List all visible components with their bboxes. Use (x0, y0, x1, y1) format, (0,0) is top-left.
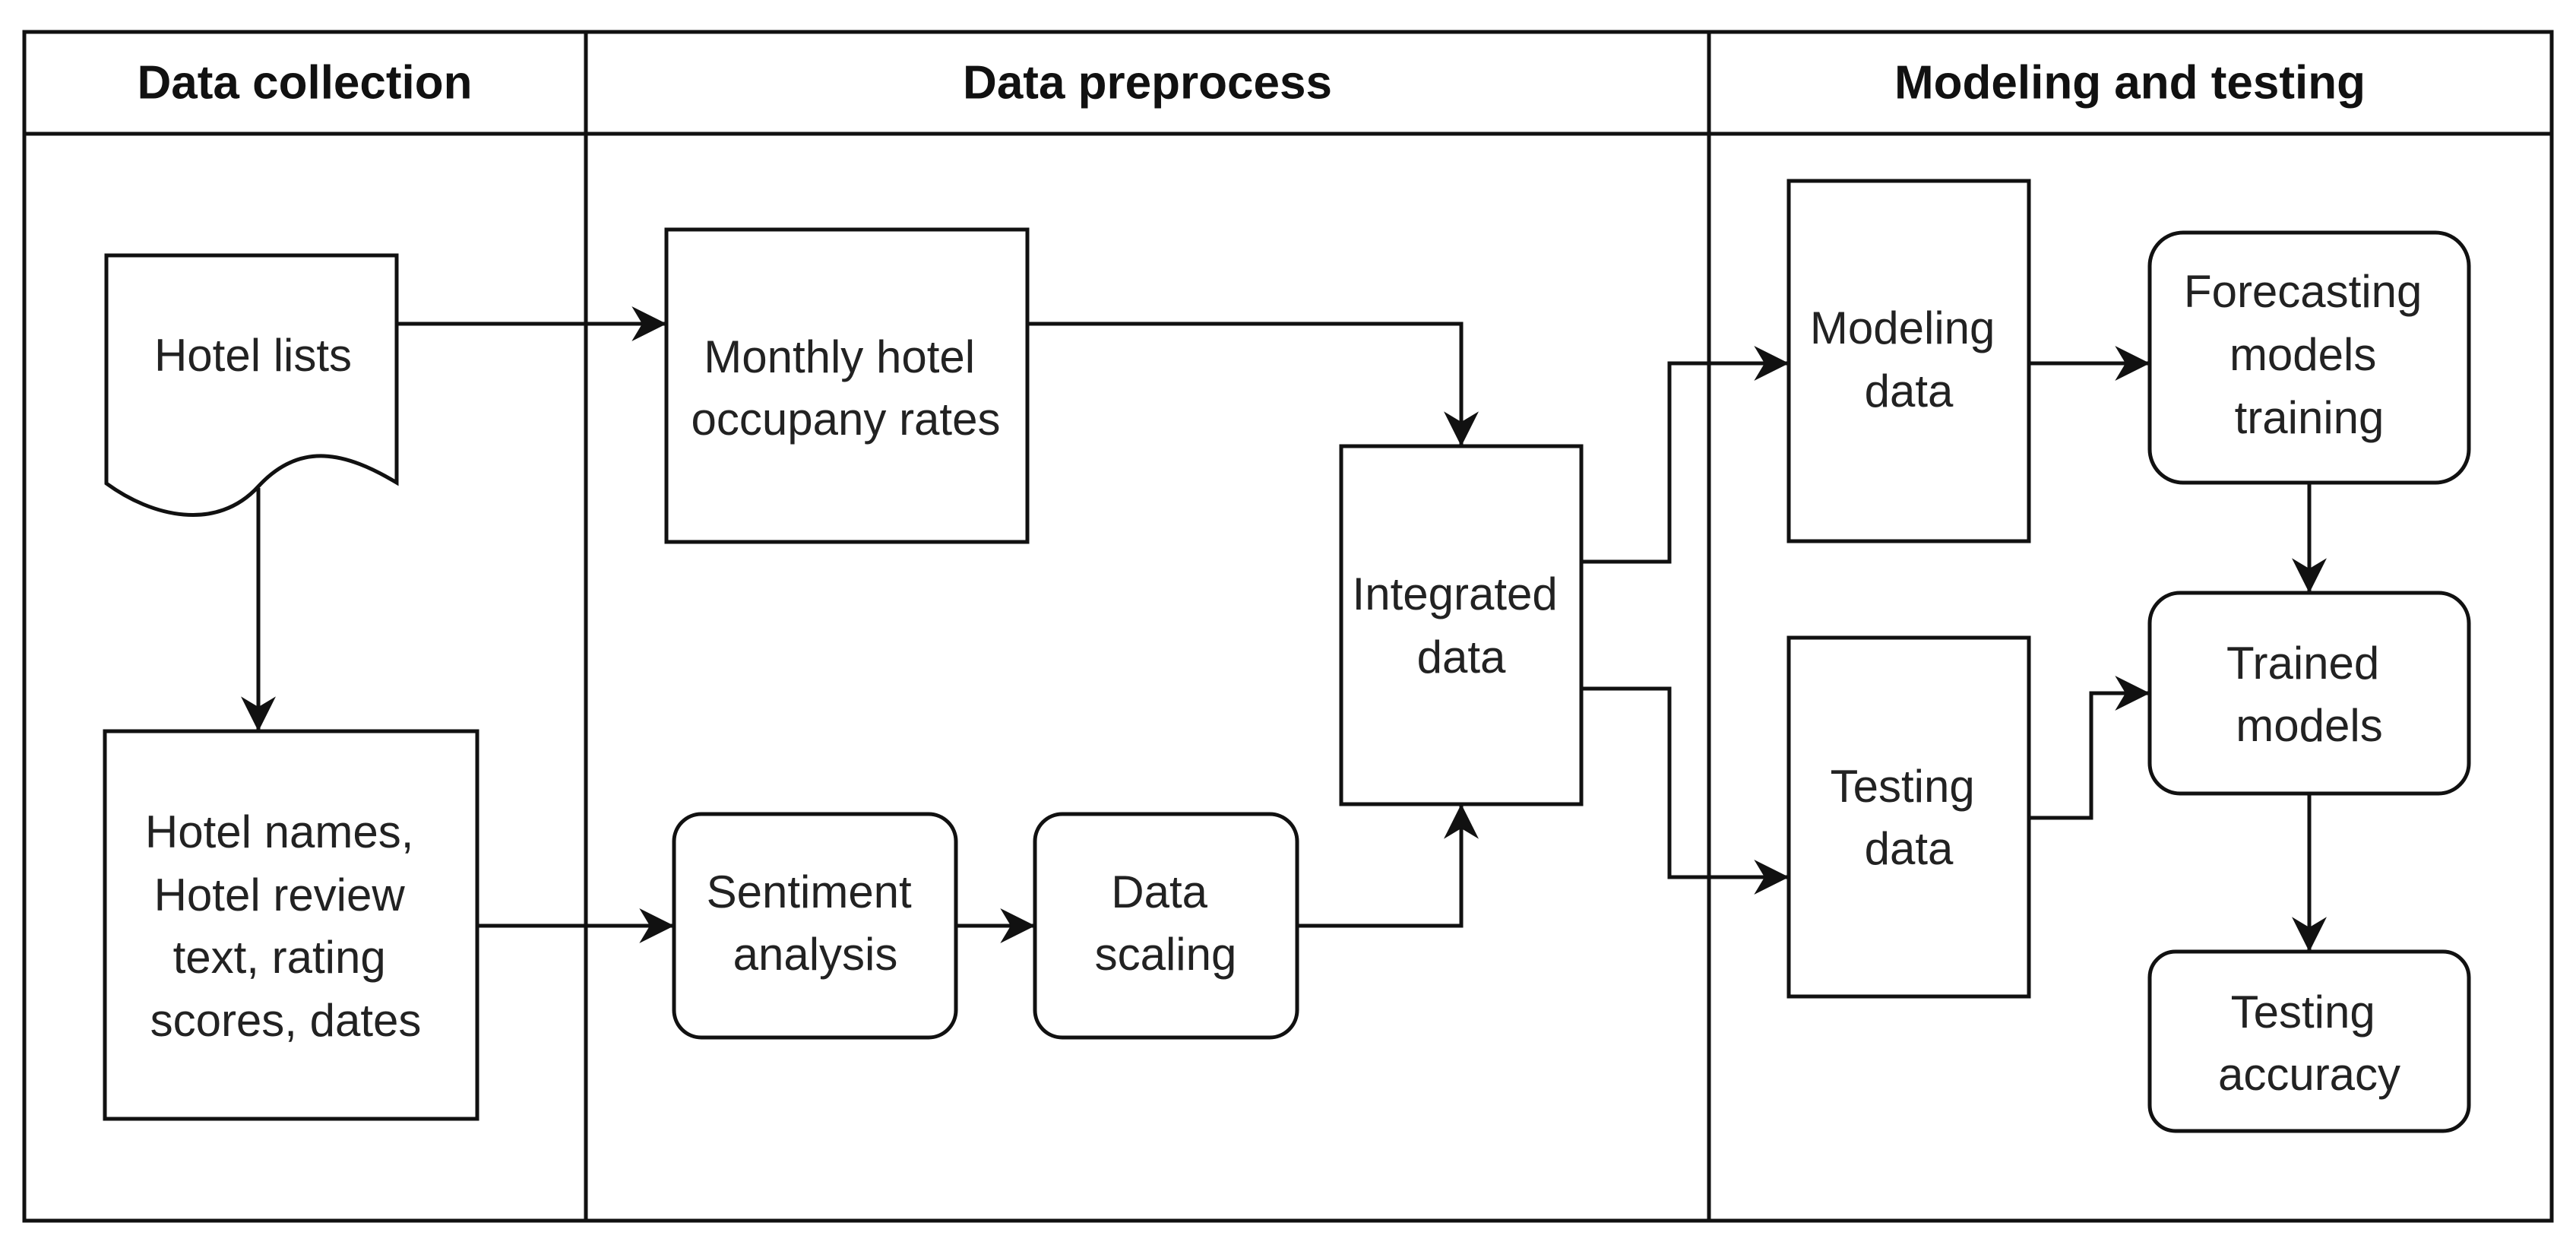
edge-scaling-to-integrated (1297, 803, 1479, 928)
data-scaling-label: Data scaling (1095, 866, 1237, 980)
monthly-occupancy-box (664, 227, 1030, 544)
integrated-data-label: Integrated data (1353, 569, 1571, 683)
edge-integrated-to-modeling-data (1581, 346, 1790, 564)
lane-header-modeling-testing: Modeling and testing (1894, 56, 2366, 109)
integrated-data-box (1339, 444, 1584, 806)
monthly-occupancy-label: Monthly hotel occupany rates (691, 331, 1001, 445)
data-scaling-box (1033, 812, 1299, 1040)
trained-models-label: Trained models (2226, 638, 2392, 751)
modeling-data-label: Modeling data (1810, 303, 2008, 417)
sentiment-analysis-box (672, 812, 958, 1040)
forecasting-training-label: Forecasting models training (2184, 266, 2435, 443)
hotel-names-label: Hotel names, Hotel review text, rating s… (145, 806, 426, 1046)
edge-monthly-occupancy-to-integrated (1027, 322, 1479, 447)
lane-header-data-collection: Data collection (138, 56, 473, 109)
trained-models-box (2147, 591, 2471, 796)
hotel-names-box (103, 729, 479, 1121)
sentiment-analysis-label: Sentiment analysis (707, 866, 925, 980)
edge-integrated-to-testing-data (1581, 686, 1790, 895)
testing-accuracy-box (2147, 949, 2471, 1133)
swimlane-frame (22, 30, 2554, 1223)
testing-accuracy-label: Testing accuracy (2218, 987, 2400, 1100)
hotel-lists-label: Hotel lists (154, 330, 352, 381)
testing-data-label: Testing data (1831, 761, 1988, 874)
lane-header-data-preprocess: Data preprocess (963, 56, 1332, 109)
hotel-lists-document (104, 253, 399, 518)
edge-testing-data-to-trained (2029, 676, 2150, 820)
modeling-data-box (1786, 179, 2031, 543)
testing-data-box (1786, 635, 2031, 999)
